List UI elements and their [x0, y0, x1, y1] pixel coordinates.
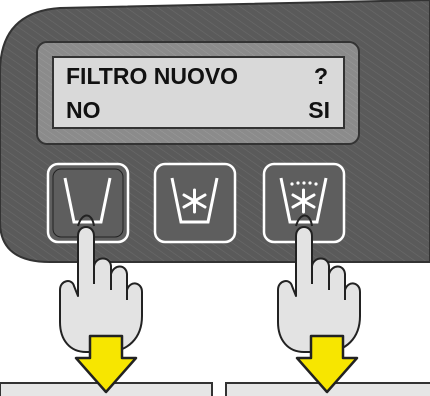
lcd-display — [52, 56, 345, 129]
display-line1-left: FILTRO NUOVO — [66, 63, 238, 89]
cup-star-button[interactable] — [153, 162, 237, 244]
arrow-down-icon — [74, 334, 138, 394]
display-line2-right: SI — [308, 97, 330, 123]
cup-icon — [63, 177, 112, 224]
cup-star-icon — [170, 177, 219, 224]
cup-star-steam-icon — [279, 177, 328, 224]
arrow-down-icon — [295, 334, 359, 394]
display-line1-right: ? — [314, 63, 328, 89]
display-line2-left: NO — [66, 97, 101, 123]
pressing-hand-left — [59, 214, 143, 353]
pressing-hand-right — [277, 214, 361, 353]
